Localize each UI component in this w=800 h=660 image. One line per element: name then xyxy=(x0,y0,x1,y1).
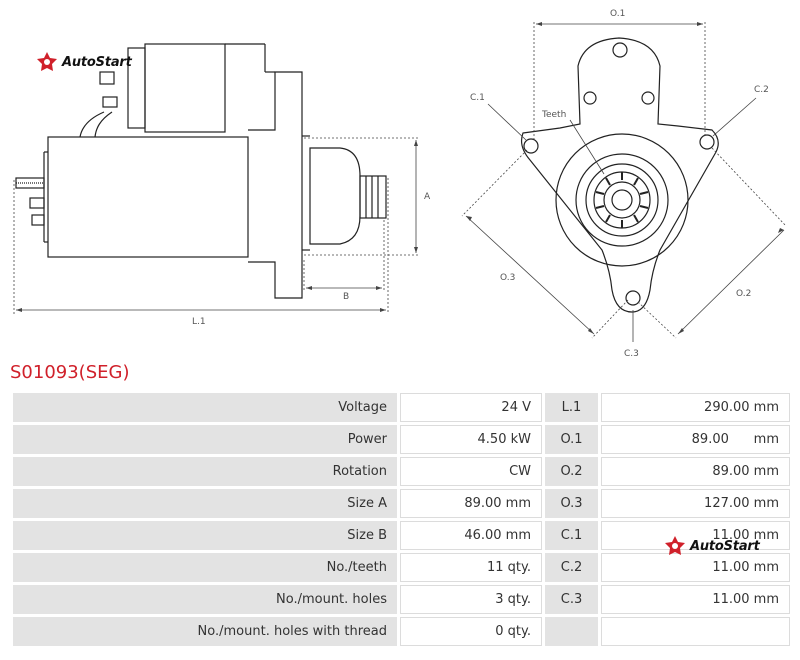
spec-label: No./mount. holes xyxy=(13,585,397,614)
brand-logo-watermark: AutoStart xyxy=(664,535,760,557)
table-row: Size A 89.00 mm O.3 127.00 mm xyxy=(13,489,790,518)
spec-value: 89.00 mm xyxy=(400,489,542,518)
dim-label: O.3 xyxy=(545,489,598,518)
dim-value: 11.00 mm xyxy=(601,585,790,614)
spec-label: No./teeth xyxy=(13,553,397,582)
dim-label: O.2 xyxy=(545,457,598,486)
spec-label: Size B xyxy=(13,521,397,550)
table-row: No./mount. holes 3 qty. C.3 11.00 mm xyxy=(13,585,790,614)
spec-value: 24 V xyxy=(400,393,542,422)
dim-value: 89.00 mm xyxy=(601,457,790,486)
mount-hole-c1 xyxy=(523,138,539,154)
dim-label: C.3 xyxy=(545,585,598,614)
mount-hole-c3 xyxy=(625,290,641,306)
dim-label: L.1 xyxy=(545,393,598,422)
dim-label-o3: O.3 xyxy=(500,273,515,283)
mount-hole-c2 xyxy=(699,134,715,150)
dim-value xyxy=(601,617,790,646)
table-row: No./teeth 11 qty. C.2 11.00 mm xyxy=(13,553,790,582)
brand-logo: AutoStart xyxy=(36,51,132,73)
dim-value: 127.00 mm xyxy=(601,489,790,518)
dim-label: C.2 xyxy=(545,553,598,582)
spec-label: Rotation xyxy=(13,457,397,486)
dim-label-a: A xyxy=(424,192,431,202)
pinion-gear xyxy=(593,171,651,229)
dim-label: C.1 xyxy=(545,521,598,550)
spec-label: Voltage xyxy=(13,393,397,422)
spec-label: Size A xyxy=(13,489,397,518)
dim-label-c2: C.2 xyxy=(754,85,769,95)
spec-value: CW xyxy=(400,457,542,486)
table-row: No./mount. holes with thread 0 qty. xyxy=(13,617,790,646)
pilot-ring xyxy=(555,133,689,267)
dim-label-b: B xyxy=(343,292,349,302)
dim-label-c3: C.3 xyxy=(624,349,639,359)
spec-value: 3 qty. xyxy=(400,585,542,614)
brand-name: AutoStart xyxy=(62,54,132,70)
solenoid xyxy=(144,43,226,133)
autostart-star-icon xyxy=(665,536,685,555)
brand-name: AutoStart xyxy=(690,538,760,554)
spec-label: No./mount. holes with thread xyxy=(13,617,397,646)
dim-label-l1: L.1 xyxy=(192,317,206,327)
spec-label: Power xyxy=(13,425,397,454)
mounting-flange xyxy=(520,37,719,313)
spec-value: 0 qty. xyxy=(400,617,542,646)
table-row: Voltage 24 V L.1 290.00 mm xyxy=(13,393,790,422)
motor-body xyxy=(47,136,249,258)
specs-table: Voltage 24 V L.1 290.00 mm Power 4.50 kW… xyxy=(10,390,793,649)
dim-value: 290.00 mm xyxy=(601,393,790,422)
spec-value: 46.00 mm xyxy=(400,521,542,550)
starter-motor-diagram: L.1 A B xyxy=(13,9,787,359)
dim-label-o1: O.1 xyxy=(610,9,625,19)
dim-value: 89.00 mm xyxy=(601,425,790,454)
spec-value: 4.50 kW xyxy=(400,425,542,454)
dim-label-teeth: Teeth xyxy=(541,110,566,120)
dim-value: 11.00 mm xyxy=(601,521,790,550)
dim-value: 11.00 mm xyxy=(601,553,790,582)
table-row: Size B 46.00 mm C.1 11.00 mm xyxy=(13,521,790,550)
table-row: Rotation CW O.2 89.00 mm xyxy=(13,457,790,486)
dim-label xyxy=(545,617,598,646)
table-row: Power 4.50 kW O.1 89.00 mm xyxy=(13,425,790,454)
technical-drawing: L.1 A B xyxy=(13,9,787,359)
top-hole xyxy=(612,42,628,58)
dim-label-c1: C.1 xyxy=(470,93,485,103)
part-code: S01093(SEG) xyxy=(10,362,130,383)
autostart-star-icon xyxy=(37,52,57,71)
dim-label-o2: O.2 xyxy=(736,289,751,299)
dim-label: O.1 xyxy=(545,425,598,454)
spec-value: 11 qty. xyxy=(400,553,542,582)
